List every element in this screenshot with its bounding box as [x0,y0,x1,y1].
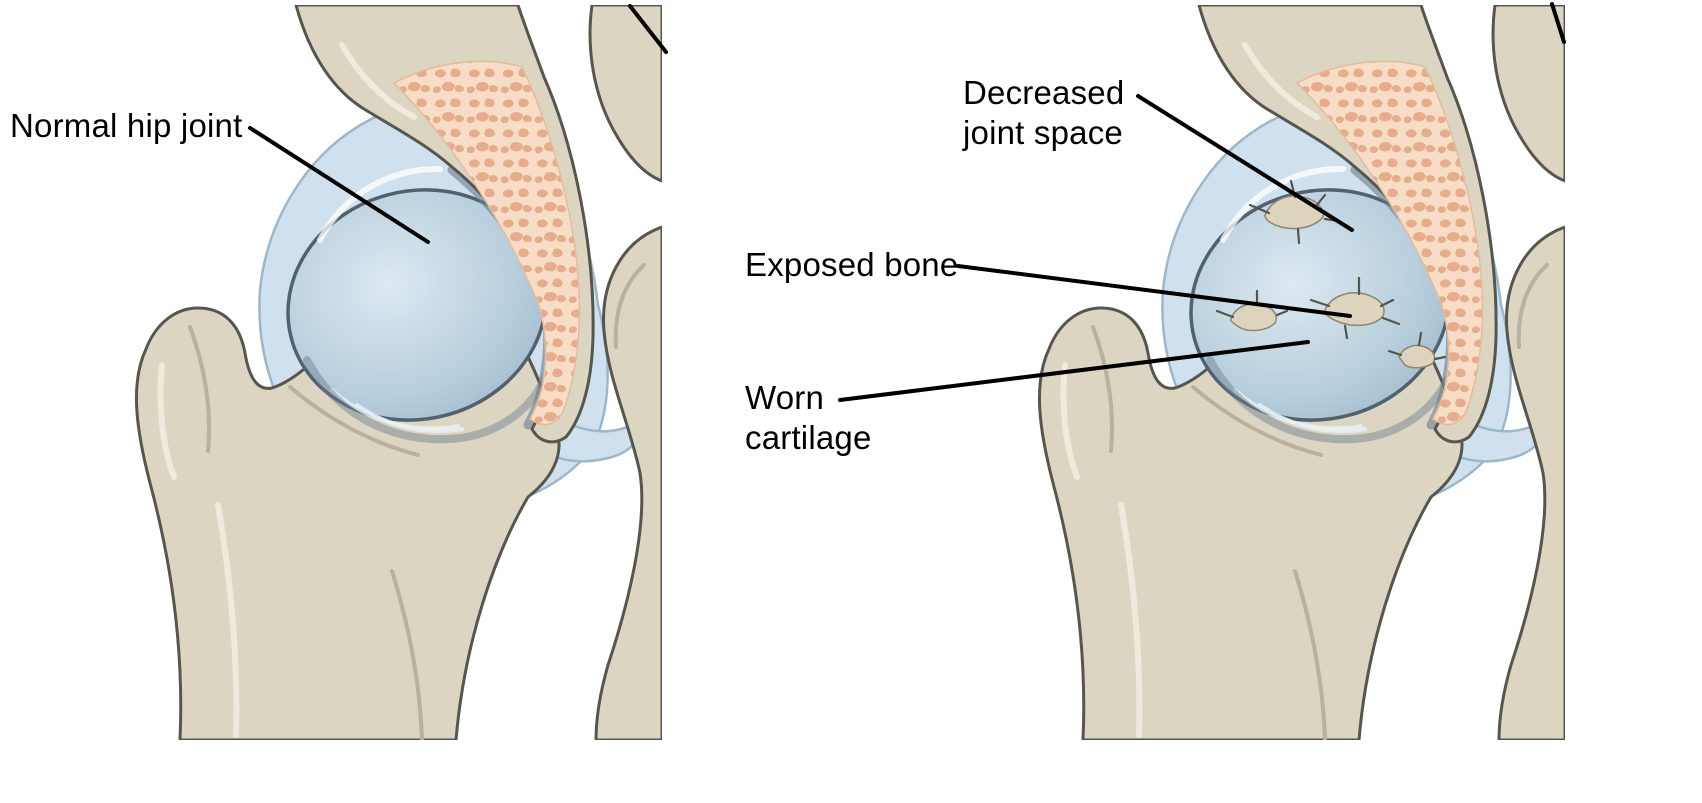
label-worn-cartilage: Worn cartilage [745,379,872,456]
label-exposed-bone: Exposed bone [745,246,959,283]
label-decreased-joint-space: Decreased joint space [963,74,1125,151]
label-normal-hip-joint: Normal hip joint [10,107,243,144]
